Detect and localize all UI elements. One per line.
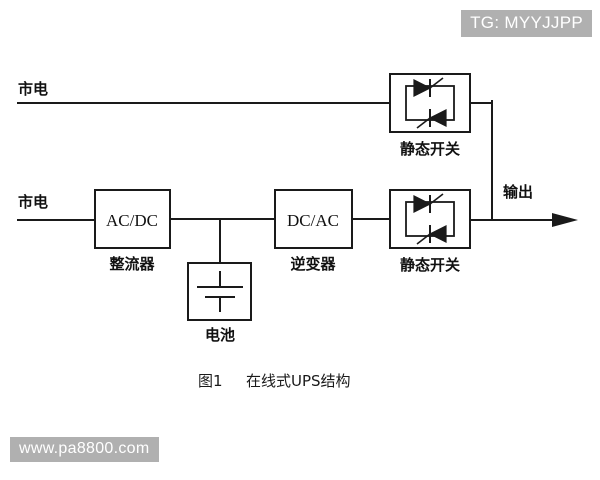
output-label: 输出 [503, 183, 533, 201]
main-mains-label: 市电 [18, 193, 48, 211]
bypass-mains-label: 市电 [18, 80, 48, 98]
main-branch [17, 213, 578, 264]
thyristor-lower-icon [416, 109, 447, 129]
inverter-box [274, 189, 353, 249]
thyristor-lower-icon [416, 225, 447, 245]
static-switch-bottom[interactable] [389, 189, 471, 249]
inverter-name-label: 逆变器 [290, 255, 336, 273]
inverter-symbol-label: DC/AC [287, 211, 339, 230]
figure-caption-number: 图1 [198, 372, 223, 390]
rectifier-block[interactable]: AC/DC [94, 189, 171, 249]
bypass-branch [17, 100, 493, 221]
battery-block[interactable] [187, 262, 252, 321]
battery-name-label: 电池 [205, 326, 235, 344]
thyristor-upper-icon [413, 77, 444, 97]
thyristor-upper-icon [413, 193, 444, 213]
rectifier-box [94, 189, 171, 249]
output-arrow-icon [552, 213, 578, 227]
static-switch-top[interactable] [389, 73, 471, 133]
inverter-block[interactable]: DC/AC [274, 189, 353, 249]
rectifier-symbol-label: AC/DC [106, 211, 158, 230]
watermark-top-right: TG: MYYJJPP [461, 10, 592, 37]
rectifier-name-label: 整流器 [109, 255, 155, 273]
static-switch-top-label: 静态开关 [400, 140, 460, 158]
watermark-bottom-left: www.pa8800.com [10, 437, 159, 462]
figure-caption-text: 在线式UPS结构 [246, 372, 351, 390]
battery-cell-icon [197, 271, 243, 312]
static-switch-bottom-label: 静态开关 [400, 256, 460, 274]
